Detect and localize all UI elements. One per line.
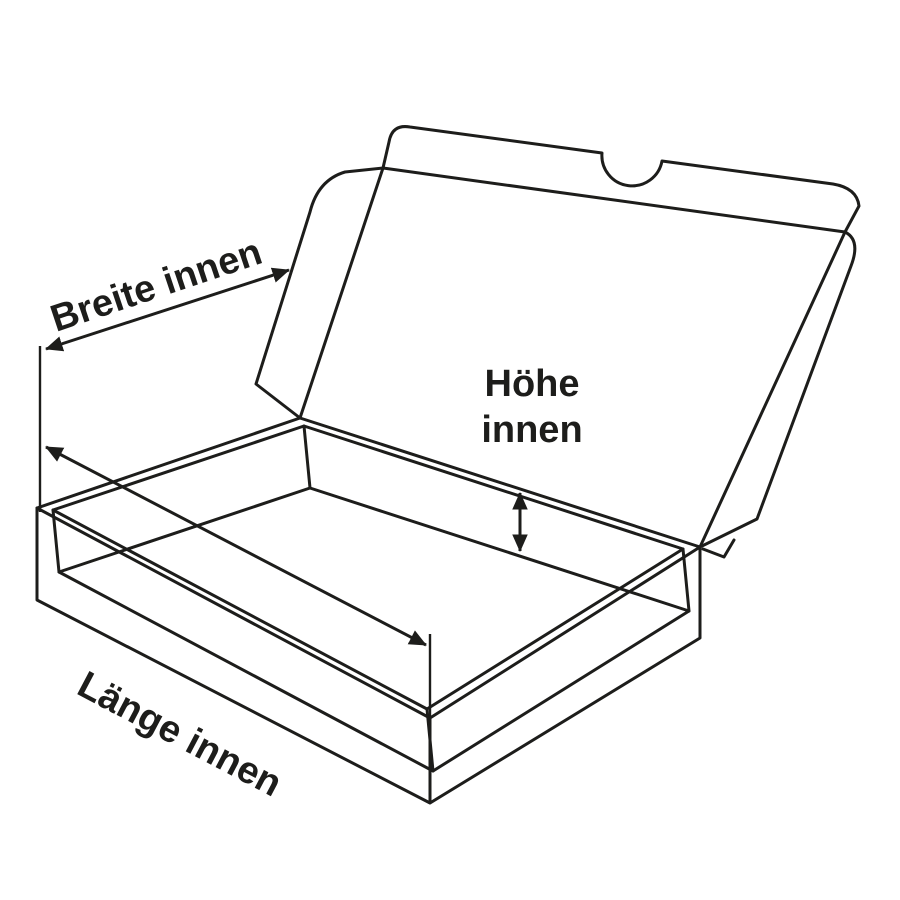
length-label: Länge innen <box>71 664 289 806</box>
length-dimension-arrow <box>45 445 427 647</box>
width-label: Breite innen <box>46 231 268 341</box>
line-art <box>35 125 861 805</box>
labels: Breite innen Länge innen Höhe innen <box>46 231 583 805</box>
height-label-line2: innen <box>481 409 582 451</box>
tray-top-rim <box>35 416 702 720</box>
tray-outer-body <box>35 506 702 805</box>
tray-corner-tab <box>701 538 736 559</box>
lid-right-dust-flap <box>698 230 857 549</box>
lid-left-dust-flap <box>254 166 385 420</box>
lid-fold-edges <box>298 166 847 549</box>
lid-lip-with-thumb-notch <box>381 125 861 234</box>
height-label-line1: Höhe <box>485 363 580 405</box>
width-dimension-arrow <box>45 267 290 352</box>
